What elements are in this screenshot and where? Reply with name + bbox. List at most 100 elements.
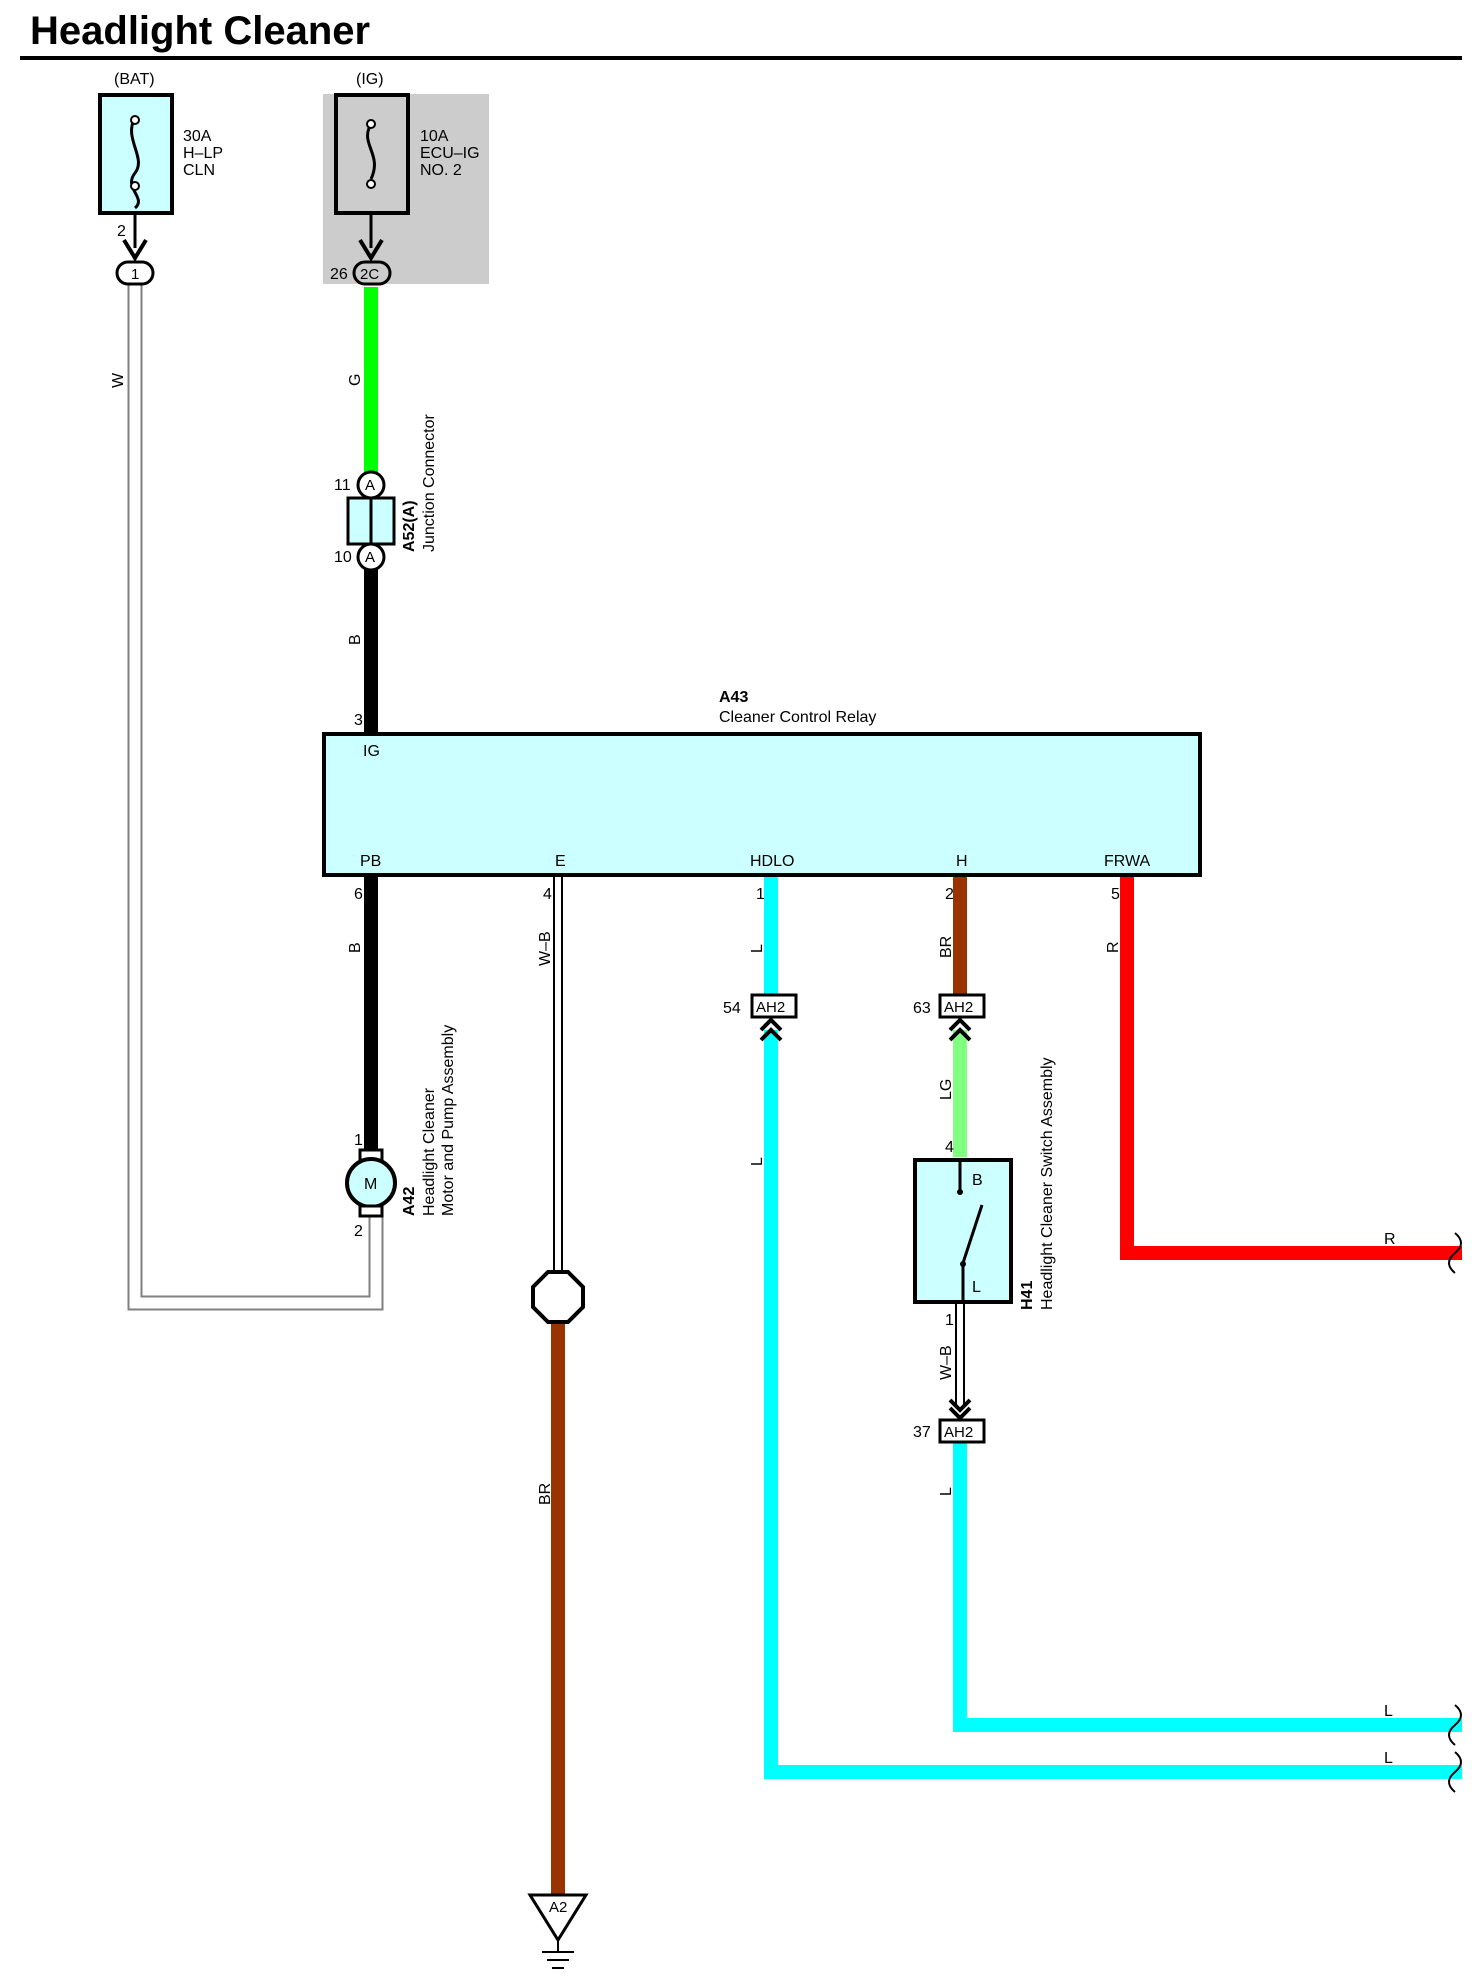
ah2-54-label: AH2 [756, 999, 785, 1016]
wire-label-b-top: B [347, 634, 364, 645]
switch-pin-top: 4 [945, 1139, 954, 1156]
motor-name2: Motor and Pump Assembly [440, 1025, 457, 1216]
break-l2 [1448, 1751, 1462, 1793]
wire-r-frwa [1120, 875, 1462, 1260]
junction-top-pin-label: 11 [334, 477, 351, 494]
ig-fuse-node-top [366, 119, 376, 129]
ah2-63-box [938, 993, 986, 1019]
wire-w [129, 284, 382, 1309]
relay-pin-h: 2 [945, 886, 954, 903]
wire-l-sw [953, 1442, 1462, 1732]
bat-fuse-node-bottom [130, 181, 140, 191]
relay-term-ig: IG [363, 743, 380, 760]
junction-top-tag: A [365, 477, 375, 494]
motor-code: A42 [401, 1187, 418, 1216]
ig-fuse-icon [366, 123, 376, 180]
bat-connector-label: 1 [131, 266, 139, 283]
ah2-63-chevron-icon [948, 1017, 972, 1042]
wire-label-lg: LG [938, 1079, 955, 1100]
relay-code: A43 [719, 689, 748, 706]
wire-label-wb-e: W–B [537, 931, 554, 966]
relay-pin-frwa: 5 [1111, 886, 1120, 903]
ah2-37-box [938, 1418, 986, 1444]
ah2-37-chevron-icon [948, 1398, 972, 1421]
ah2-37-label: AH2 [944, 1424, 973, 1441]
relay-term-h: H [956, 853, 968, 870]
ig-source-label: (IG) [356, 71, 384, 88]
junction-bottom-pin [356, 542, 386, 572]
ig-connector [352, 260, 392, 286]
page-title: Headlight Cleaner [30, 9, 370, 53]
wire-label-r-out: R [1384, 1231, 1396, 1248]
wire-label-w: W [110, 372, 127, 388]
bat-pin-label: 2 [117, 223, 126, 240]
relay-term-hdlo: HDLO [750, 853, 794, 870]
ah2-54-pin: 54 [723, 1000, 741, 1017]
bat-fuse-icon [130, 117, 140, 210]
relay-term-frwa: FRWA [1104, 853, 1151, 870]
switch-term-b: B [972, 1172, 983, 1189]
wire-label-br-ground: BR [537, 1483, 554, 1505]
splice-octagon-icon [531, 1270, 585, 1324]
switch-term-l: L [972, 1279, 981, 1296]
ig-fuse-node-bottom [366, 179, 376, 189]
break-r [1448, 1232, 1462, 1274]
switch-blade-icon [961, 1204, 984, 1264]
switch-pin-bottom: 1 [945, 1312, 954, 1329]
relay-pin-pb: 6 [354, 886, 363, 903]
wire-label-l-hdlo: L [749, 944, 766, 953]
ig-pin-label: 26 [330, 266, 348, 283]
ig-connector-label: 2C [360, 266, 379, 283]
motor-cap-bottom [358, 1204, 384, 1218]
ground-triangle-icon [527, 1893, 589, 1943]
ig-fuse-name1: ECU–IG [420, 145, 480, 162]
relay-name: Cleaner Control Relay [719, 709, 876, 726]
wire-label-br-h: BR [938, 936, 955, 958]
wire-label-l-sw: L [938, 1487, 955, 1496]
relay-ig-pin: 3 [354, 712, 363, 729]
switch-node-b [957, 1189, 963, 1195]
junction-bottom-pin-label: 10 [334, 549, 352, 566]
wire-label-wb-sw: W–B [938, 1345, 955, 1380]
wire-label-b-pb: B [347, 942, 364, 953]
relay-term-pb: PB [360, 853, 381, 870]
ig-fuse-name2: NO. 2 [420, 162, 462, 179]
motor-pin-bottom: 2 [354, 1223, 363, 1240]
ah2-54-box [750, 993, 798, 1019]
motor-pin-top: 1 [354, 1132, 363, 1149]
wire-label-g: G [347, 374, 364, 386]
wire-label-l-out1: L [1384, 1703, 1393, 1720]
bat-source-label: (BAT) [114, 71, 155, 88]
bat-fuse-rating: 30A [183, 128, 212, 145]
ig-arrow-icon [358, 238, 384, 262]
relay-pin-e: 4 [543, 886, 552, 903]
bat-connector [115, 260, 155, 286]
junction-bottom-tag: A [365, 549, 375, 566]
break-l1 [1448, 1704, 1462, 1746]
junction-name: Junction Connector [421, 413, 438, 552]
bat-arrow-icon [122, 238, 148, 262]
ig-fuse-box [334, 93, 410, 215]
wire-label-r-frwa: R [1105, 941, 1122, 953]
relay-body [322, 732, 1202, 877]
switch-name: Headlight Cleaner Switch Assembly [1039, 1057, 1056, 1310]
relay-term-e: E [555, 853, 566, 870]
ah2-54-chevron-icon [759, 1017, 783, 1042]
ah2-63-label: AH2 [944, 999, 973, 1016]
motor-symbol: M [364, 1176, 377, 1193]
junction-code: A52(A) [401, 500, 418, 552]
wire-l-lower [764, 1030, 1462, 1779]
ig-fuse-rating: 10A [420, 128, 449, 145]
bat-fuse-name2: CLN [183, 162, 215, 179]
wire-label-l-out2: L [1384, 1750, 1393, 1767]
ground-label: A2 [549, 1899, 567, 1916]
bat-fuse-name1: H–LP [183, 145, 223, 162]
switch-code: H41 [1019, 1281, 1036, 1310]
motor-name1: Headlight Cleaner [421, 1087, 438, 1216]
wire-label-l-lower: L [749, 1157, 766, 1166]
relay-pin-hdlo: 1 [756, 886, 765, 903]
ah2-63-pin: 63 [913, 1000, 931, 1017]
bat-fuse-node-top [130, 115, 140, 125]
ah2-37-pin: 37 [913, 1424, 931, 1441]
